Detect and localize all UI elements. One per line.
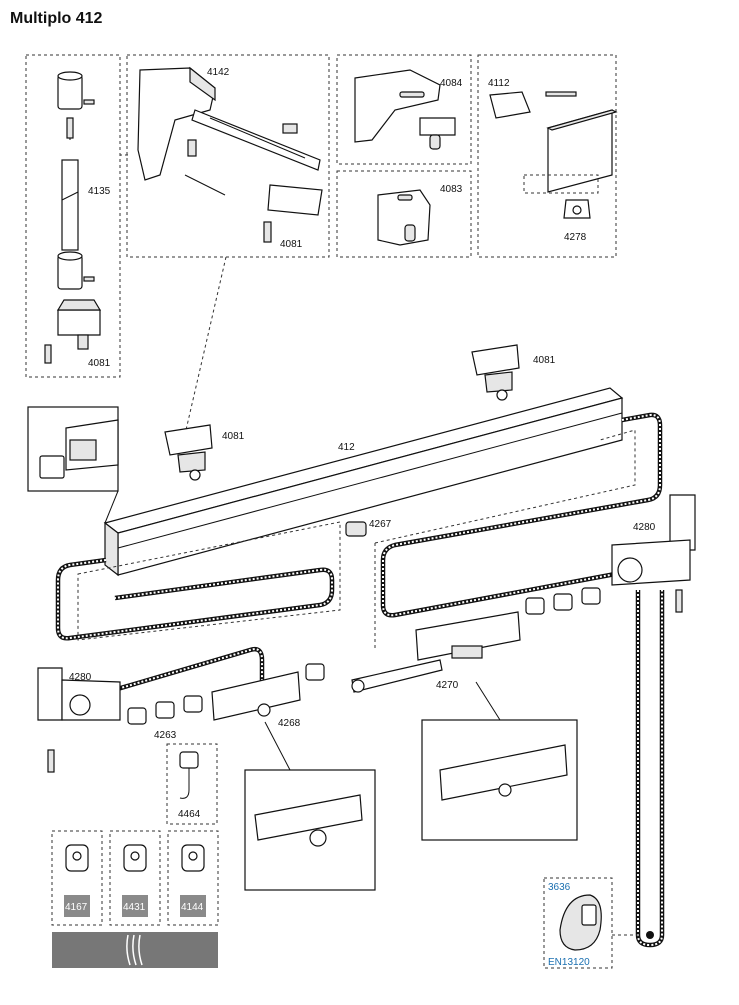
small-bracket-box [336,170,472,258]
inner-loop-left [77,521,341,641]
hook-part [179,751,199,799]
label-ceiling-clip-a: 4081 [280,239,303,250]
cord-loop-left [55,557,335,703]
label-glider: 4263 [154,730,177,741]
glider-b-box [109,830,161,926]
main-rail [103,387,624,577]
inner-loop-right [374,429,636,544]
master-runner [351,611,521,693]
leader-line [185,256,227,431]
label-runner-carrier: 4268 [278,718,301,729]
label-glider-b: 4431 [123,902,146,913]
label-hook: 4464 [178,809,201,820]
label-norm: EN13120 [548,957,590,968]
end-stop [345,521,367,537]
glider-a-box [51,830,103,926]
pulley-right [611,494,696,613]
label-rail: 412 [338,442,355,453]
label-tensioner: 3636 [548,882,571,893]
label-pulley-right: 4280 [633,522,656,533]
label-hook-glider: 4278 [564,232,587,243]
tensioner-part [559,894,602,951]
hook-box [166,743,218,825]
label-bracket-small: 4083 [440,184,463,195]
glider-b-part [123,844,147,872]
label-runner-master: 4270 [436,680,459,691]
label-ceiling-clip-d: 4081 [533,355,556,366]
cord-weight [646,931,654,939]
wall-bracket [354,69,456,150]
leader-line [475,681,501,721]
label-end-stop: 4267 [369,519,392,530]
glider-c-box [167,830,219,926]
label-ceiling-clip-b: 4081 [88,358,111,369]
tensioner-box [543,877,613,969]
carrier-runner [211,671,301,721]
small-bracket [377,189,431,246]
ceiling-rod-assembly [44,71,102,364]
long-bracket [137,66,323,243]
label-pulley-left: 4280 [69,672,92,683]
glider-a-badge [64,895,90,917]
ceiling-rod-box [25,54,121,378]
label-bracket-long: 4142 [207,67,230,78]
glider-row-right [525,587,601,615]
pulley-left [37,667,121,773]
ceiling-clip-right [471,344,520,401]
label-glider-a: 4167 [65,902,88,913]
glider-a-part [65,844,89,872]
label-clip: 4112 [488,78,510,89]
cord-loop-right [380,412,665,948]
clip-box [477,54,617,258]
glider-row-left [127,663,325,725]
label-glider-c: 4144 [181,902,204,913]
clip-assembly [489,91,618,219]
page-title: Multiplo 412 [10,10,103,27]
label-ceiling-rod: 4135 [88,186,111,197]
leader-line [264,721,291,771]
label-ceiling-clip-c: 4081 [222,431,245,442]
glider-b-badge [122,895,148,917]
rail-end-inset [27,406,119,524]
wall-bracket-box [336,54,472,165]
label-bracket-wall: 4084 [440,78,463,89]
ceiling-clip-center [164,424,213,481]
glider-c-part [181,844,205,872]
long-bracket-box [126,54,330,258]
glider-c-badge [180,895,206,917]
curtain-folds [126,934,143,966]
